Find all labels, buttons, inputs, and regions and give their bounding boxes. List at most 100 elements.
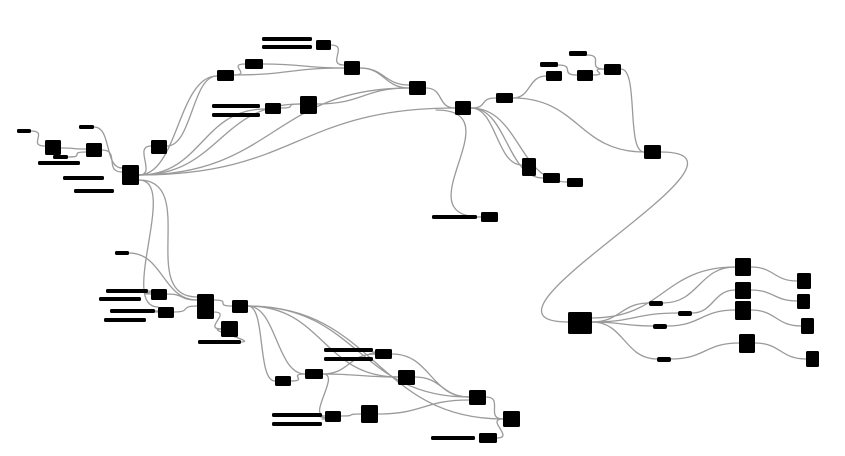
connection-wire[interactable] <box>247 305 399 378</box>
connection-wire[interactable] <box>485 396 504 420</box>
component-node[interactable] <box>344 61 360 75</box>
component-node[interactable] <box>735 258 751 276</box>
component-node[interactable] <box>300 96 317 114</box>
component-node[interactable] <box>197 294 214 319</box>
connection-wire[interactable] <box>662 266 736 304</box>
component-node[interactable] <box>232 300 248 313</box>
component-node[interactable] <box>577 70 593 81</box>
connection-wire[interactable] <box>691 289 736 314</box>
component-node[interactable] <box>644 145 661 159</box>
connection-wire[interactable] <box>512 75 547 99</box>
connection-wire[interactable] <box>435 109 482 218</box>
connection-wire[interactable] <box>93 126 123 169</box>
component-node[interactable] <box>305 369 323 379</box>
connection-wire[interactable] <box>233 63 246 76</box>
connection-wire[interactable] <box>138 87 410 176</box>
connection-wire[interactable] <box>330 44 345 66</box>
component-node[interactable] <box>398 370 415 385</box>
connection-wire[interactable] <box>67 151 87 158</box>
connection-wire[interactable] <box>540 151 689 323</box>
component-node[interactable] <box>151 140 167 154</box>
component-node[interactable] <box>496 93 513 103</box>
connection-wire[interactable] <box>30 130 46 147</box>
connection-wire[interactable] <box>340 413 362 417</box>
component-node[interactable] <box>245 59 263 69</box>
connection-wire[interactable] <box>359 67 410 86</box>
component-node[interactable] <box>151 289 167 300</box>
connection-wire[interactable] <box>591 321 658 360</box>
component-node[interactable] <box>479 433 497 443</box>
connection-wire[interactable] <box>138 179 159 308</box>
component-node[interactable] <box>568 312 592 334</box>
connection-wire[interactable] <box>322 373 399 378</box>
connection-wire[interactable] <box>470 97 497 109</box>
component-node[interactable] <box>265 103 281 114</box>
connection-wire[interactable] <box>496 418 504 439</box>
connection-wire[interactable] <box>750 266 798 282</box>
connection-wire[interactable] <box>290 373 306 382</box>
component-node[interactable] <box>567 178 583 187</box>
component-node[interactable] <box>275 376 291 386</box>
connection-wire[interactable] <box>138 179 198 298</box>
connection-wire[interactable] <box>470 107 568 183</box>
component-node[interactable] <box>806 351 819 367</box>
component-node[interactable] <box>797 273 811 289</box>
connection-wire[interactable] <box>262 63 345 69</box>
component-node[interactable] <box>481 212 498 222</box>
connection-wire[interactable] <box>377 399 470 415</box>
connection-wire[interactable] <box>247 305 504 420</box>
component-node[interactable] <box>546 71 562 81</box>
connection-wire[interactable] <box>666 309 736 327</box>
component-node[interactable] <box>122 165 139 185</box>
parameter-tab-node[interactable] <box>653 324 667 329</box>
connection-wire[interactable] <box>750 309 802 327</box>
component-node[interactable] <box>316 40 331 50</box>
connection-wire[interactable] <box>592 68 605 76</box>
connection-wire[interactable] <box>318 373 330 417</box>
parameter-tab-node[interactable] <box>678 311 692 316</box>
component-node[interactable] <box>158 307 174 318</box>
component-node[interactable] <box>543 173 560 183</box>
connection-wire[interactable] <box>60 147 87 150</box>
connection-wire[interactable] <box>512 97 645 153</box>
connection-wire[interactable] <box>750 289 798 302</box>
connection-wire[interactable] <box>280 103 301 109</box>
connection-wire[interactable] <box>138 108 266 176</box>
component-node[interactable] <box>604 64 621 75</box>
connection-wire[interactable] <box>166 293 198 301</box>
component-node[interactable] <box>469 390 486 405</box>
connection-wire[interactable] <box>166 75 218 147</box>
connection-wire[interactable] <box>138 107 456 176</box>
connection-wire[interactable] <box>247 305 306 375</box>
component-node[interactable] <box>45 140 61 155</box>
connection-wire[interactable] <box>138 75 218 176</box>
component-node[interactable] <box>217 70 234 81</box>
component-node[interactable] <box>409 81 426 95</box>
component-node[interactable] <box>455 101 471 115</box>
connection-wire[interactable] <box>754 342 807 360</box>
connection-wire[interactable] <box>591 266 736 319</box>
connection-wire[interactable] <box>414 376 470 398</box>
connection-wire[interactable] <box>470 107 523 166</box>
component-node[interactable] <box>361 405 378 423</box>
connection-wire[interactable] <box>233 67 345 76</box>
component-node[interactable] <box>739 334 755 353</box>
parameter-tab-node[interactable] <box>657 357 671 362</box>
connection-wire[interactable] <box>173 305 198 313</box>
connection-wire[interactable] <box>586 54 605 70</box>
component-node[interactable] <box>503 411 520 427</box>
connection-wire[interactable] <box>557 64 578 76</box>
component-node[interactable] <box>221 321 238 337</box>
connection-wire[interactable] <box>670 342 740 360</box>
parameter-tab-node[interactable] <box>649 301 663 306</box>
component-node[interactable] <box>325 411 341 422</box>
connection-wire[interactable] <box>591 302 650 323</box>
component-node[interactable] <box>86 143 102 157</box>
component-node[interactable] <box>797 294 810 309</box>
connection-wire[interactable] <box>213 311 222 330</box>
component-node[interactable] <box>522 158 536 176</box>
component-node[interactable] <box>375 349 392 359</box>
connection-wire[interactable] <box>213 299 233 307</box>
component-node[interactable] <box>735 282 751 299</box>
connection-wire[interactable] <box>247 305 276 382</box>
